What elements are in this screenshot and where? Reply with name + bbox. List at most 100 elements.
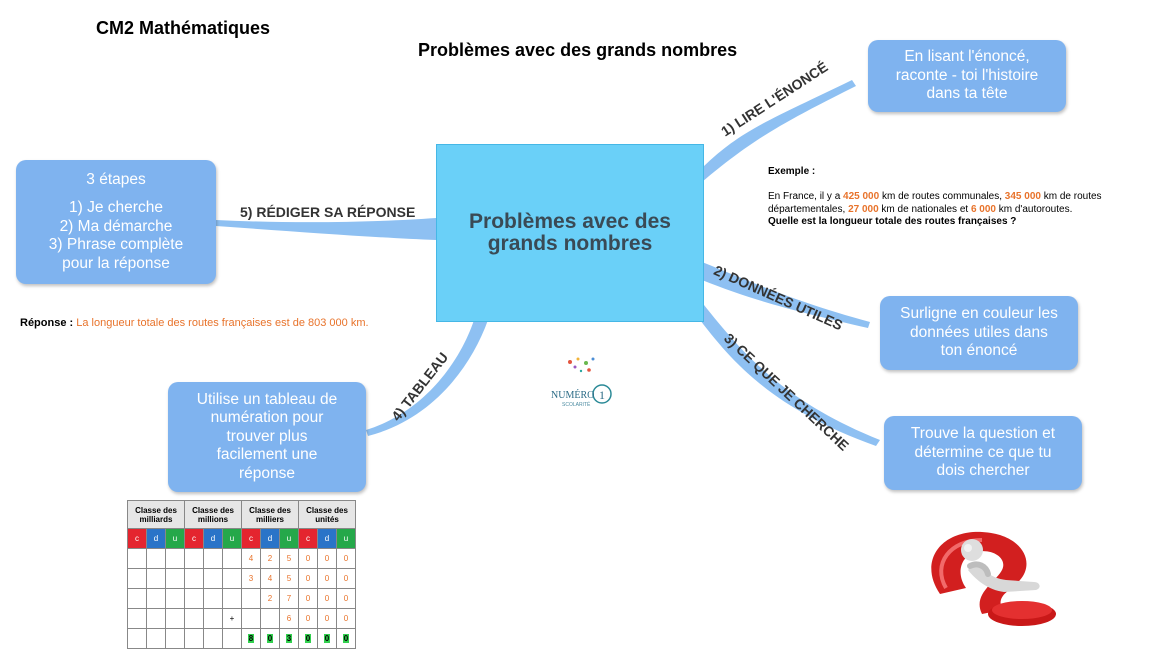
bubble-line: détermine ce que tu xyxy=(914,443,1052,461)
table-cell xyxy=(222,628,242,649)
bubble-line: 2) Ma démarche xyxy=(59,217,173,235)
subheader-u: u xyxy=(279,528,299,549)
bubble-line: En lisant l'énoncé, xyxy=(904,48,1030,66)
bubble-line: dans ta tête xyxy=(926,85,1008,103)
central-topic: Problèmes avec des grands nombres xyxy=(436,144,704,322)
central-topic-text: Problèmes avec des grands nombres xyxy=(469,210,671,255)
table-cell: 3 xyxy=(279,628,299,649)
example-part: km de nationales et xyxy=(878,203,971,215)
table-cell xyxy=(241,608,261,629)
table-cell xyxy=(127,588,147,609)
subheader-d: d xyxy=(260,528,280,549)
subheader-u: u xyxy=(336,528,356,549)
answer-text: La longueur totale des routes françaises… xyxy=(76,317,369,329)
table-cell: 5 xyxy=(279,568,299,589)
table-cell xyxy=(203,548,223,569)
table-cell xyxy=(184,568,204,589)
subheader-c: c xyxy=(184,528,204,549)
branch-5-line xyxy=(216,218,436,240)
table-cell xyxy=(203,588,223,609)
table-cell xyxy=(184,628,204,649)
svg-text:NUMÉRO: NUMÉRO xyxy=(551,389,594,401)
example-text: En France, il y a 425 000 km de routes c… xyxy=(768,191,1158,229)
bubble-table: Utilise un tableau de numération pour tr… xyxy=(168,382,366,492)
subheader-u: u xyxy=(165,528,185,549)
bubble-line: raconte - toi l'histoire xyxy=(895,66,1039,84)
table-cell xyxy=(146,588,166,609)
table-cell: 0 xyxy=(298,568,318,589)
table-cell xyxy=(184,608,204,629)
answer-line: Réponse : La longueur totale des routes … xyxy=(20,317,369,329)
table-cell xyxy=(146,608,166,629)
table-cell xyxy=(222,568,242,589)
table-cell xyxy=(146,628,166,649)
example-question: Quelle est la longueur totale des routes… xyxy=(768,216,1017,227)
table-cell: 0 xyxy=(260,628,280,649)
table-cell: 0 xyxy=(336,608,356,629)
example-value: 345 000 xyxy=(1004,191,1041,202)
table-cell xyxy=(127,548,147,569)
numero1-logo: NUMÉRO 1 SCOLARITÉ xyxy=(551,357,612,408)
table-cell: 0 xyxy=(298,588,318,609)
table-cell: 8 xyxy=(241,628,261,649)
bubble-line: Surligne en couleur les xyxy=(900,305,1058,323)
table-cell: + xyxy=(222,608,242,629)
page-title: Problèmes avec des grands nombres xyxy=(418,40,738,60)
table-cell xyxy=(127,628,147,649)
bubble-line: numération pour xyxy=(210,409,324,427)
example-value: 27 000 xyxy=(848,203,879,215)
bubble-line: dois chercher xyxy=(936,462,1030,480)
table-cell: 4 xyxy=(260,568,280,589)
table-cell xyxy=(165,568,185,589)
table-cell xyxy=(241,588,261,609)
example-value: 6 000 xyxy=(970,203,996,215)
table-cell xyxy=(203,608,223,629)
example-part: km d'autoroutes. xyxy=(995,203,1073,215)
table-cell: 0 xyxy=(336,628,356,649)
example-part: km de routes départementales, xyxy=(768,191,1102,215)
subheader-d: d xyxy=(146,528,166,549)
table-cell: 7 xyxy=(279,588,299,609)
question-mark-figure-image xyxy=(931,531,1056,626)
bubble-line: facilement une xyxy=(216,446,318,464)
bubble-line: ton énoncé xyxy=(940,342,1018,360)
example-part: En France, il y a xyxy=(768,191,844,202)
bubble-line: 1) Je cherche xyxy=(69,199,163,217)
table-cell: 0 xyxy=(317,568,337,589)
branch-4-line xyxy=(366,320,488,436)
bubble-useful-data: Surligne en couleur les données utiles d… xyxy=(880,296,1078,370)
subject-title: CM2 Mathématiques xyxy=(96,18,271,38)
branch-label-5: 5) RÉDIGER SA RÉPONSE xyxy=(240,204,416,220)
bubble-write-answer: 3 étapes 1) Je cherche 2) Ma démarche 3)… xyxy=(16,160,216,284)
table-cell xyxy=(146,548,166,569)
table-cell: 0 xyxy=(336,548,356,569)
bubble-line: trouver plus xyxy=(226,427,308,445)
example-title: Exemple : xyxy=(768,166,816,177)
table-cell xyxy=(165,548,185,569)
table-cell xyxy=(165,628,185,649)
table-cell: 4 xyxy=(241,548,261,569)
table-cell xyxy=(165,608,185,629)
svg-text:SCOLARITÉ: SCOLARITÉ xyxy=(562,401,591,408)
subheader-c: c xyxy=(241,528,261,549)
table-cell: 0 xyxy=(298,608,318,629)
table-cell: 0 xyxy=(317,548,337,569)
subheader-d: d xyxy=(203,528,223,549)
table-cell: 0 xyxy=(336,568,356,589)
table-cell xyxy=(184,588,204,609)
bubble-line: 3) Phrase complète xyxy=(48,236,184,254)
table-cell xyxy=(184,548,204,569)
table-cell xyxy=(222,548,242,569)
table-cell: 6 xyxy=(279,608,299,629)
bubble-line: 3 étapes xyxy=(86,170,146,188)
table-cell: 3 xyxy=(241,568,261,589)
